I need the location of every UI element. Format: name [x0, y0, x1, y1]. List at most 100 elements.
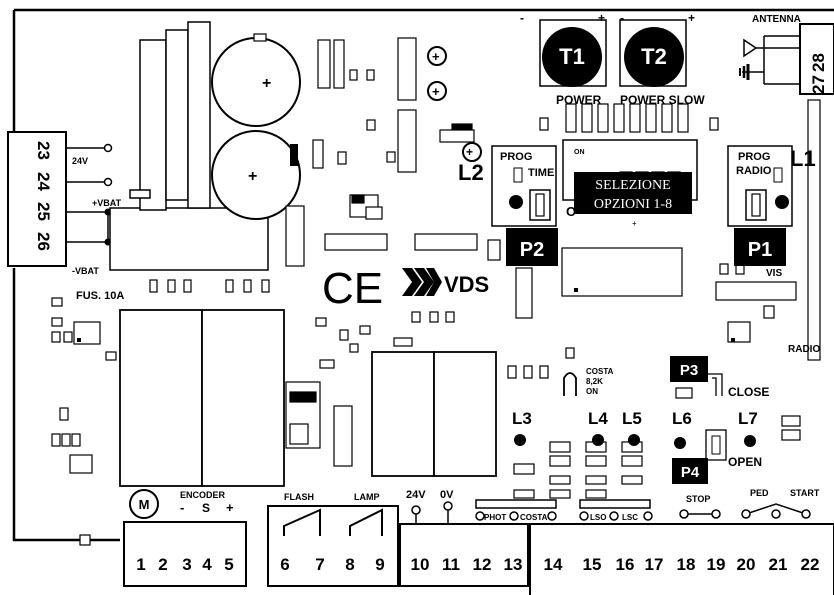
label-24v-left: 24V [72, 156, 88, 166]
start-label: START [790, 488, 820, 498]
electrolytic-capacitors: + + + + + [211, 37, 482, 220]
ped-label: PED [750, 488, 769, 498]
small-components [51, 33, 821, 546]
lsc-label: LSC [622, 513, 638, 522]
led-l4-label: L4 [588, 409, 608, 428]
terminal-24-label: 24 [34, 172, 53, 191]
led-l7-dot [744, 435, 756, 447]
pot-t1[interactable]: T1 - + [520, 11, 607, 87]
terminal-23-label: 23 [34, 141, 53, 160]
terminal-8: 8 [345, 555, 354, 574]
button-p1[interactable]: P1 [734, 228, 786, 266]
terminal-14: 14 [544, 555, 563, 574]
terminal-10: 10 [411, 555, 430, 574]
dip-callout-line2: OPZIONI 1-8 [594, 197, 672, 212]
pot-t2-plus: + [688, 11, 695, 25]
dip-o-mark: O [566, 204, 576, 219]
svg-text:+: + [432, 49, 440, 64]
terminal-4: 4 [202, 555, 212, 574]
lso-lsc-bridge [579, 499, 653, 521]
terminal-3: 3 [182, 555, 191, 574]
terminal-9: 9 [375, 555, 384, 574]
svg-text:+: + [262, 75, 271, 92]
terminal-6: 6 [280, 555, 289, 574]
pot-t2[interactable]: T2 - + [619, 11, 695, 87]
pot-t2-caption: POWER SLOW [620, 93, 705, 107]
terminal-5: 5 [224, 555, 233, 574]
led-row [514, 434, 756, 449]
lso-label: LSO [590, 513, 606, 522]
dip-callout-line1: SELEZIONE [595, 178, 670, 193]
led-l5-dot [628, 434, 640, 446]
terminal-7: 7 [315, 555, 324, 574]
led-l7-label: L7 [738, 409, 758, 428]
pot-t2-minus: - [620, 11, 624, 25]
button-p3[interactable]: P3 [670, 356, 708, 382]
terminal-15: 15 [583, 555, 602, 574]
terminal-screws-middle [411, 501, 453, 524]
pot-t1-caption: POWER [556, 93, 602, 107]
led-l2-dot [509, 195, 523, 209]
antenna-terminal-28: 28 [809, 53, 828, 72]
terminal-19: 19 [707, 555, 726, 574]
led-l6-label: L6 [672, 409, 692, 428]
terminal-12: 12 [473, 555, 492, 574]
radio-label: RADIO [788, 344, 820, 355]
svg-text:+: + [248, 168, 257, 185]
costa-note-line2: 8,2K [586, 377, 603, 386]
terminal-26-label: 26 [34, 232, 53, 251]
led-l2-label: L2 [458, 160, 484, 185]
terminal-18: 18 [677, 555, 696, 574]
led-l3-dot [514, 434, 526, 446]
led-l5-label: L5 [622, 409, 642, 428]
prog-time-area [491, 145, 557, 227]
close-jumper [708, 373, 723, 396]
bottom-terminal-numbers: 1 2 3 4 5 6 7 8 9 10 11 12 13 14 15 16 1… [136, 555, 819, 574]
terminal-13: 13 [504, 555, 523, 574]
antenna-title: ANTENNA [752, 14, 801, 25]
vds-logo-icon [402, 268, 442, 296]
vis-label: VIS [766, 268, 782, 279]
close-label: CLOSE [728, 385, 769, 399]
lamp-label: LAMP [354, 492, 380, 502]
board-left-edge [12, 10, 120, 542]
flash-label: FLASH [284, 492, 314, 502]
dip-callout: SELEZIONE OPZIONI 1-8 [574, 172, 692, 214]
encoder-label: ENCODER [180, 490, 226, 500]
left-terminal-block: 23 24 25 26 24V +VBAT -VBAT [7, 131, 122, 276]
pot-t2-label: T2 [641, 44, 667, 69]
terminal-20: 20 [737, 555, 756, 574]
antenna-terminal-27: 27 [809, 75, 828, 94]
transformer-block [109, 21, 269, 271]
fuse-label: FUS. 10A [76, 290, 124, 302]
label-24v: 24V [406, 489, 426, 501]
prog-radio-line1: PROG [738, 151, 770, 163]
terminal-1: 1 [136, 555, 145, 574]
button-p2[interactable]: P2 [506, 228, 558, 266]
encoder-minus: - [180, 500, 184, 515]
dip-on-label: ON [574, 149, 585, 156]
button-p3-label: P3 [680, 362, 698, 379]
costa-note-line3: ON [586, 387, 598, 396]
terminal-22: 22 [801, 555, 820, 574]
terminal-25-label: 25 [34, 202, 53, 221]
prog-time-line2: TIME [528, 167, 554, 179]
relay-contact-icons [283, 508, 383, 536]
button-p1-label: P1 [748, 239, 772, 261]
costa-label: COSTA [520, 513, 548, 522]
terminal-17: 17 [645, 555, 664, 574]
label-0v: 0V [440, 489, 454, 501]
encoder-plus: + [226, 500, 234, 515]
led-l4-dot [592, 434, 604, 446]
led-l1-label: L1 [790, 146, 816, 171]
phot-costa-bridge [475, 499, 557, 521]
relays [119, 309, 497, 487]
costa-note-line1: COSTA [586, 367, 614, 376]
antenna-connector [739, 23, 834, 95]
terminal-11: 11 [442, 555, 460, 574]
costa-jumper[interactable] [563, 372, 577, 396]
button-p4[interactable]: P4 [672, 458, 708, 484]
svg-text:+: + [432, 84, 440, 99]
prog-radio-line2: RADIO [736, 165, 772, 177]
